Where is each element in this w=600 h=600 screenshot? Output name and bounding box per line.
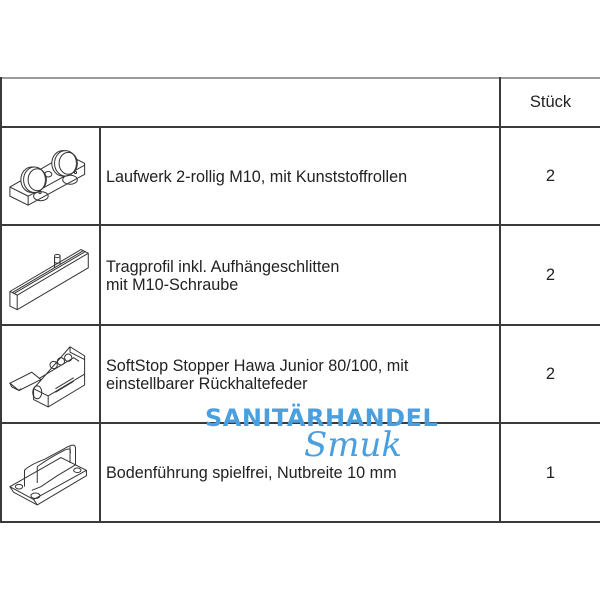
- table-row-image: [2, 227, 98, 324]
- table-row-quantity: 2: [545, 266, 556, 284]
- image-column-divider: [99, 126, 101, 523]
- table-row-description: Bodenführung spielfrei, Nutbreite 10 mm: [106, 464, 397, 482]
- table-row-description: SoftStop Stopper Hawa Junior 80/100, mit…: [106, 356, 409, 393]
- table-border-top: [0, 77, 600, 79]
- table-row-quantity: 1: [545, 463, 556, 482]
- parts-table: Stück Laufwerk 2-rollig M10, mit Kunstst…: [0, 77, 600, 523]
- table-row-quantity: 2: [545, 167, 556, 185]
- row-divider: [0, 422, 600, 424]
- table-row-description: Tragprofil inkl. Aufhängeschlitten mit M…: [106, 257, 340, 294]
- table-border-bottom: [0, 521, 600, 523]
- table-row-image: [2, 425, 98, 521]
- table-row-description: Laufwerk 2-rollig M10, mit Kunststoffrol…: [106, 167, 408, 186]
- quantity-column-divider: [499, 77, 501, 523]
- table-row-image: [2, 327, 98, 422]
- running-gear-2-roller-icon: [9, 149, 86, 206]
- softstop-stopper-icon: [8, 345, 86, 407]
- support-profile-icon: [9, 248, 89, 310]
- row-divider: [0, 324, 600, 326]
- row-divider: [0, 224, 600, 226]
- table-row-image: [2, 129, 98, 224]
- table-row-quantity: 2: [545, 365, 556, 383]
- header-divider: [0, 126, 600, 128]
- table-border-left: [0, 77, 2, 523]
- header-quantity: Stück: [529, 92, 572, 111]
- floor-guide-icon: [9, 444, 87, 506]
